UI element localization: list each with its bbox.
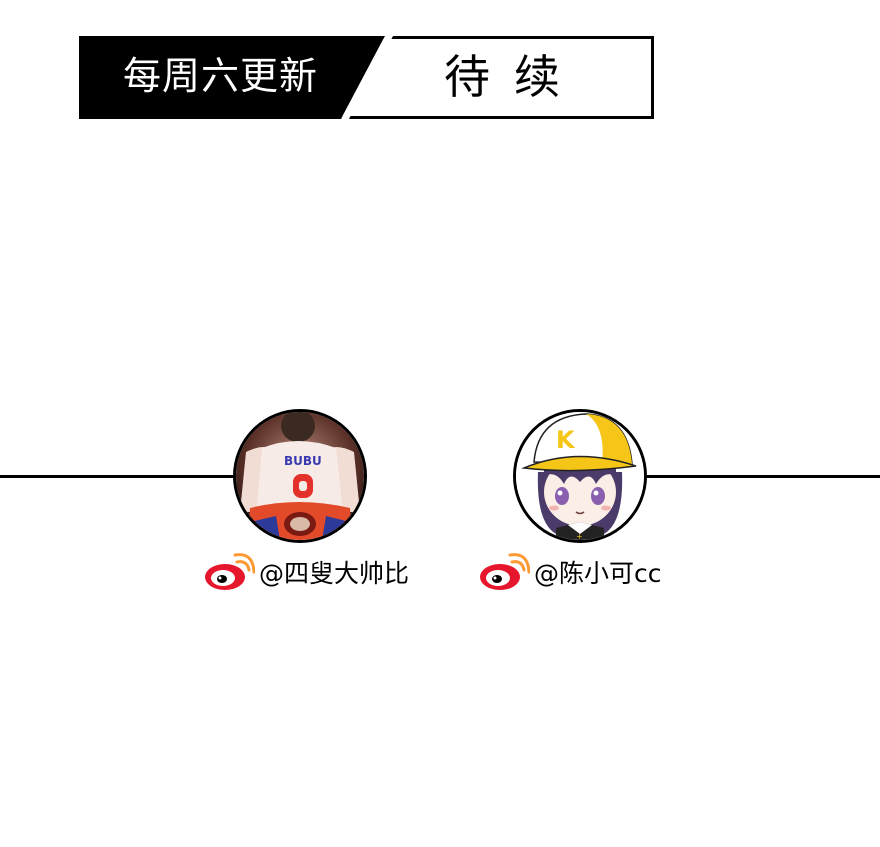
author-handle-text-2: @陈小可cc — [534, 559, 662, 588]
author-handle-text-1: @四叟大帅比 — [259, 559, 410, 588]
banner-frame — [79, 36, 654, 119]
author-avatar-2[interactable]: K + — [513, 409, 647, 543]
author-handle-2[interactable]: @陈小可cc — [478, 552, 662, 592]
svg-text:+: + — [576, 532, 583, 540]
to-be-continued-label: 待续 — [444, 50, 584, 104]
author-photo-image: BUBU — [236, 412, 364, 540]
divider-line-left — [0, 475, 240, 478]
svg-text:K: K — [556, 426, 576, 454]
weibo-icon — [205, 553, 255, 590]
weibo-icon — [480, 553, 530, 590]
author-avatar-1[interactable]: BUBU — [233, 409, 367, 543]
update-schedule-banner: 每周六更新 待续 — [79, 36, 654, 119]
author-handle-1[interactable]: @四叟大帅比 — [203, 552, 409, 592]
svg-text:BUBU: BUBU — [284, 454, 322, 468]
divider-line-right — [645, 475, 880, 478]
schedule-label: 每周六更新 — [123, 54, 319, 98]
author-cartoon-image: K + — [516, 412, 644, 540]
